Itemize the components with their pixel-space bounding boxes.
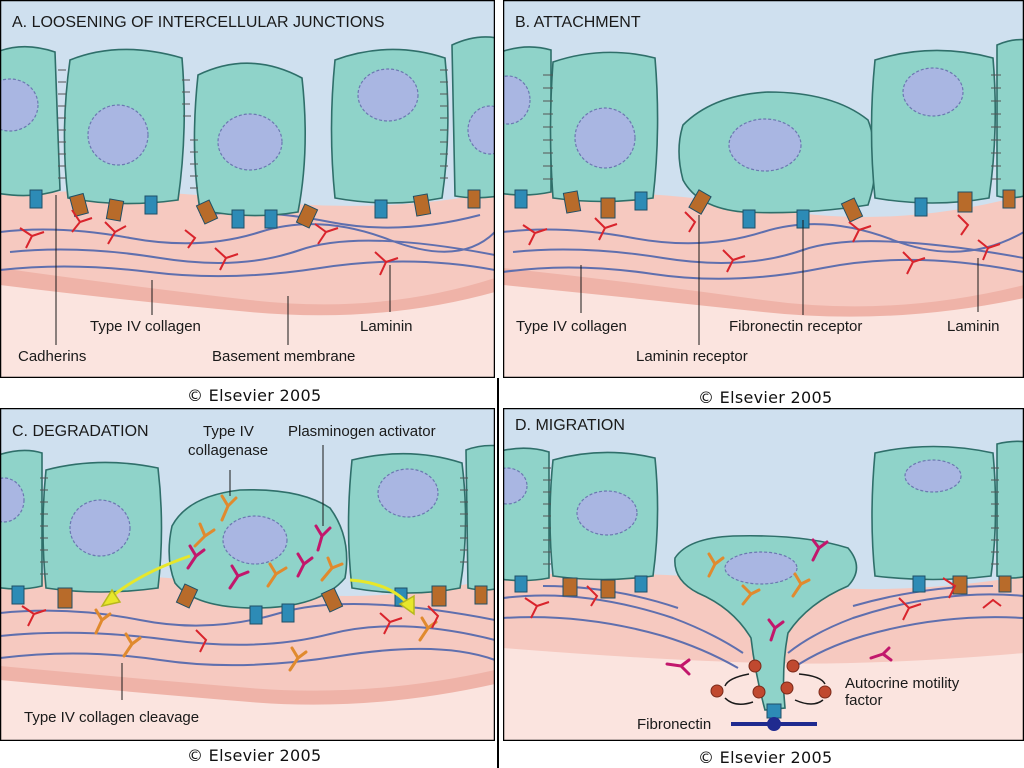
label-cadherins: Cadherins	[18, 348, 86, 365]
plasminogen-molecules-d	[665, 538, 893, 676]
autocrine-arrows	[724, 673, 826, 705]
epithelial-cells-a	[0, 36, 495, 217]
tissue-a	[0, 285, 495, 378]
nuclei-c	[0, 468, 439, 565]
epithelial-cells-d	[503, 440, 1024, 711]
label-laminin-receptor: Laminin receptor	[636, 348, 748, 365]
type-iv-collagenase-molecules	[94, 494, 438, 672]
copyright-panel-c: © Elsevier 2005	[187, 746, 322, 765]
copyright-panel-b: © Elsevier 2005	[698, 388, 833, 407]
center-divider-bottom	[495, 408, 503, 768]
collagen-fibers-a	[0, 211, 495, 278]
label-collagenase-line2: collagenase	[188, 442, 268, 459]
collagen-fibers-c	[0, 603, 495, 667]
cadherin-junctions-b	[543, 74, 1001, 180]
cadherin-junctions-a	[58, 69, 448, 189]
nuclei-d	[503, 459, 962, 585]
nuclei-a	[0, 68, 495, 171]
panel-d: D. MIGRATION Autocrine motility factor F…	[503, 408, 1024, 741]
collagen-fibers-d	[503, 585, 1024, 669]
leader-lines-b	[580, 215, 979, 345]
label-autocrine-line2: factor	[845, 692, 883, 709]
panel-a: A. LOOSENING OF INTERCELLULAR JUNCTIONS …	[0, 0, 495, 378]
tissue-b	[503, 285, 1024, 378]
panel-b-title: B. ATTACHMENT	[515, 14, 641, 31]
receptors-c	[11, 583, 488, 625]
center-line	[497, 378, 499, 768]
receptors-d	[514, 575, 1012, 719]
degradation-arrows	[100, 554, 415, 616]
panel-c-title: C. DEGRADATION	[12, 423, 149, 440]
copyright-panel-a: © Elsevier 2005	[187, 386, 322, 405]
center-divider-top	[495, 0, 503, 378]
label-fibronectin: Fibronectin	[637, 716, 711, 733]
label-collagen-cleavage: Type IV collagen cleavage	[24, 709, 199, 726]
label-plasminogen-activator: Plasminogen activator	[288, 423, 436, 440]
label-collagenase-line1: Type IV	[203, 423, 254, 440]
receptors-a	[29, 189, 481, 229]
nuclei-b	[503, 67, 964, 172]
laminin-molecules-d	[524, 577, 1002, 621]
label-type-iv-collagen-b: Type IV collagen	[516, 318, 627, 335]
plasminogen-activator-molecules	[186, 524, 332, 590]
fibronectin-binding-site	[767, 717, 781, 731]
laminin-molecules-c	[21, 605, 440, 653]
panel-b: B. ATTACHMENT Type IV collagen Laminin r…	[503, 0, 1024, 378]
laminin-molecules-a	[19, 209, 399, 276]
receptors-b	[514, 189, 1016, 229]
label-basement-membrane: Basement membrane	[212, 348, 355, 365]
cadherin-junctions-c	[40, 477, 468, 575]
cadherin-junctions-d	[543, 467, 999, 565]
copyright-panel-d: © Elsevier 2005	[698, 748, 833, 767]
panel-a-title: A. LOOSENING OF INTERCELLULAR JUNCTIONS	[12, 14, 385, 31]
autocrine-motility-factor	[710, 659, 832, 699]
laminin-molecules-b	[522, 211, 1001, 275]
label-laminin-a: Laminin	[360, 318, 413, 335]
label-type-iv-collagen-a: Type IV collagen	[90, 318, 201, 335]
label-autocrine-line1: Autocrine motility	[845, 675, 960, 692]
panel-a-border	[0, 0, 495, 378]
leader-lines-c	[121, 445, 324, 700]
label-laminin-b: Laminin	[947, 318, 1000, 335]
panel-c: C. DEGRADATION Type IV collagenase Plasm…	[0, 408, 495, 741]
leader-lines-a	[55, 195, 391, 345]
tissue-c	[0, 680, 495, 741]
collagenase-molecules-d	[707, 552, 811, 606]
panel-d-title: D. MIGRATION	[515, 417, 625, 434]
label-fibronectin-receptor: Fibronectin receptor	[729, 318, 862, 335]
panel-c-border	[0, 408, 495, 741]
